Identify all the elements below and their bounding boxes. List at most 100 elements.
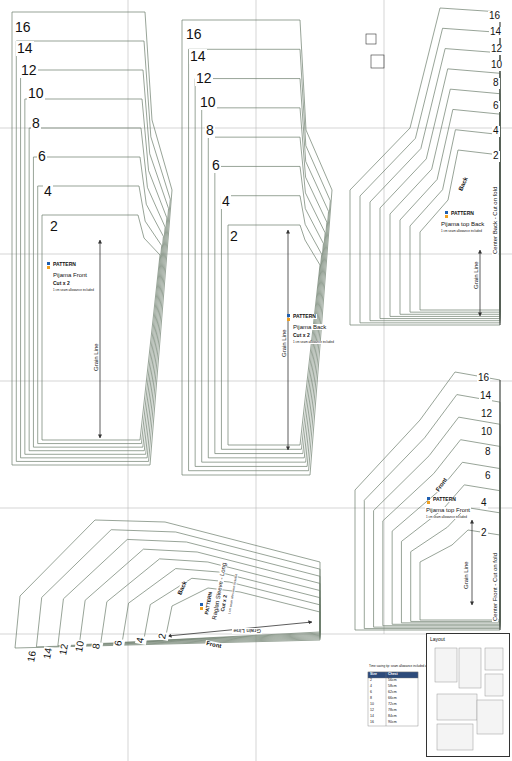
size-outline: [16, 41, 170, 461]
size-number: 12: [58, 642, 71, 657]
pattern-label: PATTERN: [52, 262, 77, 267]
size-number: 14: [42, 646, 55, 661]
size-number: 12: [195, 71, 213, 86]
pattern-label: PATTERN: [432, 497, 457, 502]
pattern-label: 78cm: [387, 709, 398, 713]
size-number: 16: [477, 373, 490, 384]
size-outline: [15, 520, 320, 648]
size-number: 8: [91, 642, 103, 651]
pattern-label: Pijama Front: [52, 272, 88, 278]
size-outline: [221, 196, 321, 450]
pattern-label: Grain Line: [93, 342, 99, 372]
pattern-label: Back: [457, 175, 470, 192]
pattern-label: Cut x 2: [292, 333, 311, 338]
size-number: 10: [490, 60, 503, 71]
layout-piece: [435, 648, 457, 682]
layout-piece: [485, 674, 503, 696]
size-number: 10: [480, 427, 493, 438]
size-outline: [195, 79, 328, 467]
size-outline: [364, 395, 500, 629]
size-number: 16: [488, 11, 501, 22]
size-number: 4: [492, 126, 500, 137]
size-number: 16: [26, 649, 39, 664]
size-outline: [380, 69, 500, 319]
pattern-label: Grain Line: [281, 328, 287, 358]
size-outline: [12, 12, 172, 465]
size-outline: [29, 128, 165, 451]
pattern-label: 90cm: [387, 721, 398, 725]
size-outline: [390, 89, 500, 316]
size-number: 8: [31, 116, 41, 131]
layout-piece: [485, 648, 503, 670]
pattern-label: 6: [369, 691, 373, 695]
size-outline: [383, 440, 500, 626]
size-number: 6: [492, 101, 500, 112]
pattern-label: Cut x 2: [220, 594, 228, 613]
size-outline: [420, 530, 500, 620]
pattern-label: PATTERN: [292, 314, 317, 319]
size-outline: [392, 462, 500, 624]
size-outline: [42, 215, 160, 440]
pattern-label: 62cm: [387, 691, 398, 695]
size-outline: [350, 8, 500, 325]
layout-piece: [437, 694, 477, 720]
size-outline: [215, 166, 324, 453]
pattern-label: Size: [369, 673, 378, 677]
pattern-label: Grain Line: [232, 628, 262, 634]
size-number: 14: [489, 27, 502, 38]
pattern-label: Back: [176, 579, 189, 596]
pattern-label: 72cm: [387, 703, 398, 707]
size-number: 2: [157, 632, 169, 641]
pattern-outlines: [12, 8, 500, 648]
size-outline: [33, 157, 163, 447]
size-outline: [165, 588, 320, 640]
pattern-label: Pijama top Back: [440, 221, 485, 227]
pattern-label: 1 cm seam allowance included: [52, 289, 95, 292]
size-outline: [25, 99, 167, 454]
grain-lines: [100, 230, 480, 636]
pattern-label: Pijama Back: [292, 324, 327, 330]
size-number: 2: [480, 528, 488, 539]
pattern-label: 66cm: [387, 697, 398, 701]
pattern-label: Center Back - Cut on fold: [492, 186, 498, 255]
box-heading: Layout: [427, 634, 509, 644]
size-number: 2: [229, 229, 239, 244]
pattern-label: Cut x 2: [52, 281, 71, 286]
layout-piece: [459, 648, 481, 688]
size-number: 2: [49, 219, 59, 234]
pattern-label: 2: [369, 679, 373, 683]
test-squares: [366, 34, 384, 68]
size-number: 4: [43, 184, 53, 199]
size-number: 6: [37, 149, 47, 164]
size-outline: [420, 150, 500, 310]
size-outline: [58, 539, 320, 645]
pattern-label: 1 cm seam allowance included: [228, 573, 239, 616]
size-number: 14: [189, 49, 207, 64]
pattern-label: Front: [205, 640, 223, 650]
size-outline: [101, 559, 320, 644]
pattern-label: 12: [369, 709, 375, 713]
size-number: 16: [185, 27, 203, 42]
pattern-label: 14: [369, 715, 375, 719]
size-outline: [400, 109, 500, 314]
size-number: 6: [211, 158, 221, 173]
size-number: 4: [221, 194, 231, 209]
size-number: 12: [20, 63, 38, 78]
pattern-label: 1 cm seam allowance included: [440, 230, 483, 233]
pattern-label: Pijama top Front: [425, 507, 471, 513]
size-number: 4: [135, 636, 147, 645]
size-number: 2: [492, 151, 500, 162]
pattern-label: PATTERN: [450, 211, 475, 216]
size-number: 6: [113, 639, 125, 648]
layout-piece: [437, 724, 473, 750]
pattern-label: 10: [369, 703, 375, 707]
fold-lines: [500, 20, 501, 630]
size-outline: [228, 225, 320, 445]
size-number: 14: [16, 41, 34, 56]
pattern-label: Chest: [387, 673, 399, 677]
pattern-label: 16: [369, 721, 375, 725]
size-number: 10: [199, 95, 217, 110]
size-number: 14: [479, 391, 492, 402]
size-outline: [355, 372, 500, 630]
